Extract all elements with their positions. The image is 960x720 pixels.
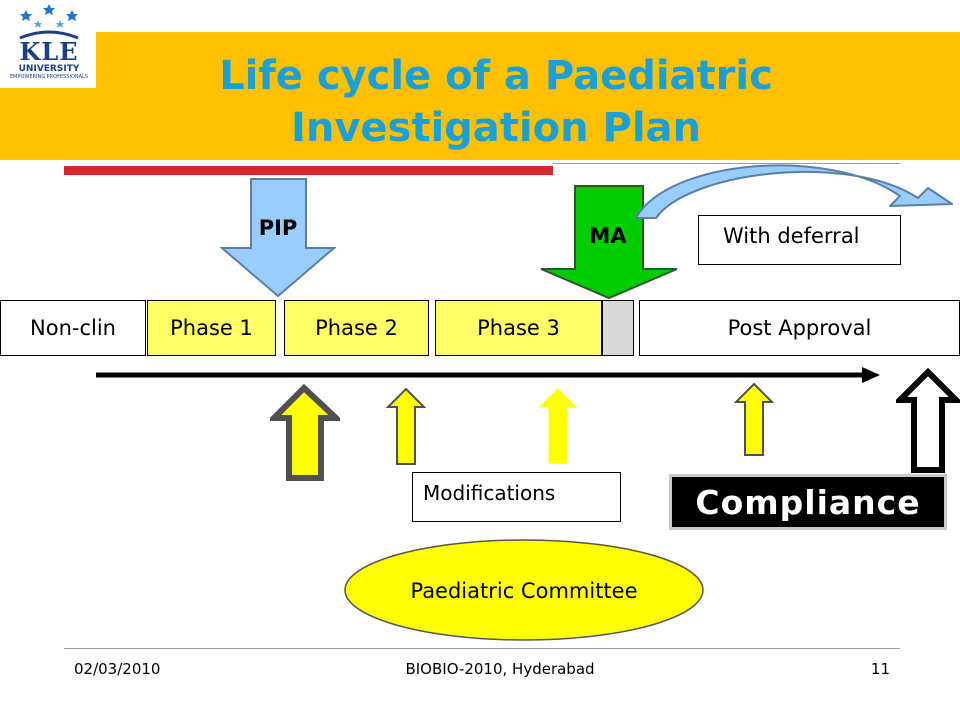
compliance-label: Compliance [695, 482, 921, 522]
accent-bar [64, 166, 553, 175]
footer-event: BIOBIO-2010, Hyderabad [405, 660, 595, 678]
logo-emblem-icon [19, 4, 79, 40]
ma-label: MA [589, 224, 627, 248]
with-deferral-box: With deferral [698, 215, 901, 265]
bottom-divider [64, 648, 900, 649]
phase-1: Phase 1 [147, 300, 276, 356]
logo-subtitle: UNIVERSITY [18, 64, 80, 74]
title-line-1: Life cycle of a Paediatric [219, 53, 773, 99]
title-line-2: Investigation Plan [290, 105, 702, 151]
phase-post-approval-label: Post Approval [727, 316, 872, 340]
modification-up-arrow-3-icon [734, 382, 774, 456]
logo-tagline: EMPOWERING PROFESSIONALS [9, 74, 89, 80]
phase-1-label: Phase 1 [170, 316, 253, 340]
university-logo [0, 0, 96, 88]
compliance-up-arrow-icon [896, 368, 960, 473]
modifications-box: Modifications [412, 472, 621, 522]
compliance-box: Compliance [669, 474, 947, 530]
top-divider [553, 163, 900, 164]
phase-3-label: Phase 3 [477, 316, 560, 340]
committee-label: Paediatric Committee [410, 578, 638, 603]
with-deferral-label: With deferral [723, 224, 860, 248]
modification-up-arrow-2-icon [538, 388, 578, 464]
logo-name: KLE [19, 37, 79, 66]
phase-2: Phase 2 [284, 300, 429, 356]
modifications-label: Modifications [423, 481, 556, 505]
committee-ellipse-icon [344, 539, 704, 641]
title-band [0, 32, 960, 160]
phase-non-clinical-label: Non-clin [30, 316, 116, 340]
phase-non-clinical: Non-clin [0, 300, 146, 356]
page-title: Life cycle of a Paediatric Investigation… [96, 50, 896, 154]
marketing-authorisation-gap [602, 300, 634, 356]
pip-label: PIP [258, 216, 298, 240]
footer-date: 02/03/2010 [74, 660, 161, 678]
phase-2-label: Phase 2 [315, 316, 398, 340]
pip-submission-up-arrow-icon [270, 384, 340, 481]
phase-post-approval: Post Approval [639, 300, 960, 356]
curved-deferral-arrow-icon [635, 164, 953, 219]
modification-up-arrow-1-icon [386, 387, 426, 465]
phase-3: Phase 3 [435, 300, 602, 356]
timeline-arrow-icon [96, 367, 880, 383]
pip-arrow-icon [220, 178, 336, 298]
committee-ellipse: Paediatric Committee [343, 538, 705, 643]
footer-page-number: 11 [870, 660, 890, 678]
